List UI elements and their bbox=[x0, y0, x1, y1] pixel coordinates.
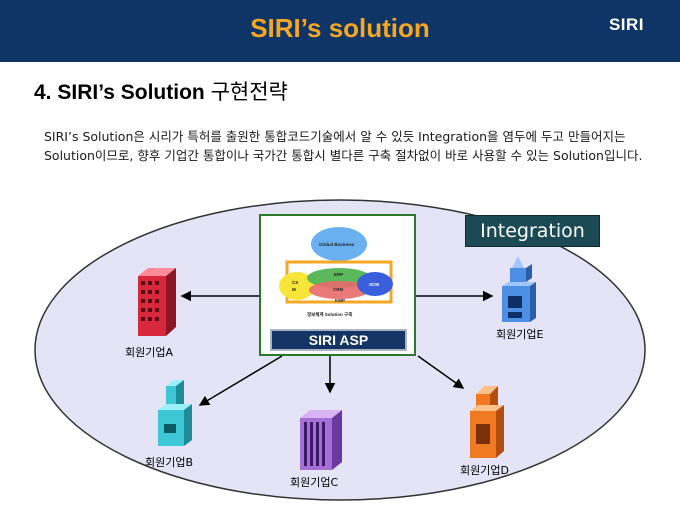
company-b-label: 회원기업B bbox=[145, 456, 194, 469]
arrow-to-d bbox=[417, 355, 465, 389]
global-business-label: Global Business bbox=[319, 242, 355, 247]
title-bar: SIRI’s solution SIRI bbox=[0, 0, 680, 62]
crm-label: CRM bbox=[333, 287, 344, 292]
building-e-icon bbox=[502, 256, 536, 322]
slide-title: SIRI’s solution bbox=[250, 13, 430, 43]
building-c-icon bbox=[300, 410, 342, 470]
kmp-label: KMP bbox=[335, 298, 345, 303]
description-text: SIRI’s Solution은 시리가 특허를 출원한 통합코드기술에서 알 … bbox=[44, 129, 643, 163]
company-d-label: 회원기업D bbox=[460, 464, 509, 477]
building-a-icon bbox=[138, 268, 176, 336]
m-label: M bbox=[292, 287, 296, 292]
scm-label: SCM bbox=[369, 282, 379, 287]
siri-logo: SIRI bbox=[608, 15, 644, 34]
integration-label: Integration bbox=[465, 215, 600, 247]
arrow-to-b bbox=[198, 355, 283, 406]
company-a-label: 회원기업A bbox=[125, 346, 174, 359]
siri-asp-label: SIRI ASP bbox=[270, 329, 407, 351]
building-d-icon bbox=[470, 386, 504, 458]
solution-build-label: 정보체계 Solution 구축 bbox=[307, 312, 353, 317]
erp-label: ERP bbox=[334, 272, 344, 277]
section-heading: 4. SIRI’s Solution 구현전략 bbox=[34, 76, 288, 106]
solution-graphic bbox=[279, 227, 393, 304]
company-c-label: 회원기업C bbox=[290, 476, 339, 489]
cs-label: CS bbox=[292, 280, 299, 285]
building-b-icon bbox=[158, 380, 192, 446]
section-heading-main: 4. SIRI’s Solution bbox=[34, 81, 205, 104]
siri-asp-box: Global Business ERP CRM SCM CS M KMP 정보체… bbox=[259, 214, 416, 356]
company-e-label: 회원기업E bbox=[496, 328, 544, 341]
section-heading-sub: 구현전략 bbox=[210, 81, 288, 104]
